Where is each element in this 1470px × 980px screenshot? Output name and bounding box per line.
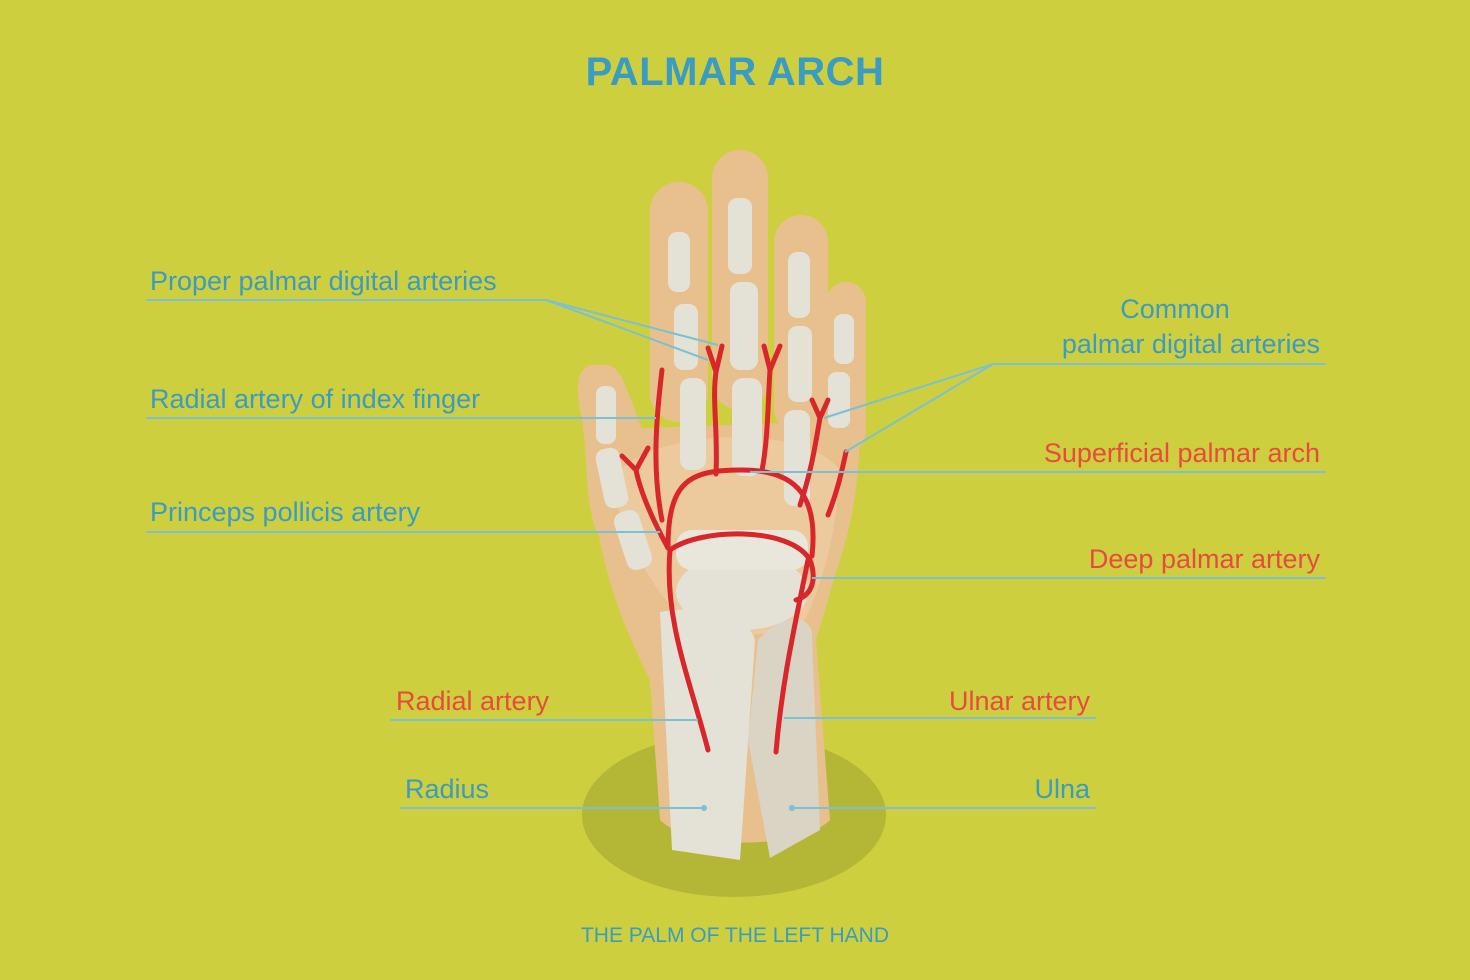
label-deep-palmar-artery: Deep palmar artery <box>1088 544 1320 574</box>
superficial-arch-path <box>665 467 816 559</box>
deep-arch-path <box>667 531 816 603</box>
label-ulna: Ulna <box>1034 774 1090 804</box>
label-radial-artery: Radial artery <box>396 686 550 716</box>
leader-dots <box>701 805 795 811</box>
leader-common-digital <box>823 363 1326 419</box>
label-common-palmar-digital-arteries: Common <box>1000 291 1320 329</box>
label-superficial-palmar-arch: Superficial palmar arch <box>1043 438 1320 468</box>
leader-proper-digital <box>146 299 709 361</box>
label-radial-artery-of-index-finger: Radial artery of index finger <box>150 384 481 414</box>
label-proper-palmar-digital-arteries: Proper palmar digital arteries <box>150 266 497 296</box>
label-princeps-pollicis-artery: Princeps pollicis artery <box>150 497 421 527</box>
label-ulnar-artery: Ulnar artery <box>948 686 1090 716</box>
hand-bones <box>595 198 854 860</box>
ulnar-artery-path <box>773 557 811 755</box>
radial-artery-path <box>666 547 711 753</box>
diagram-title: PALMAR ARCH <box>585 50 885 94</box>
label-radius: Radius <box>405 774 490 804</box>
leader-lines <box>146 299 1326 809</box>
label-common-line1: Common <box>1120 294 1230 324</box>
diagram-caption: THE PALM OF THE LEFT HAND <box>580 924 890 947</box>
label-common-line2: palmar digital arteries <box>1061 329 1320 359</box>
artery-network <box>619 343 849 755</box>
